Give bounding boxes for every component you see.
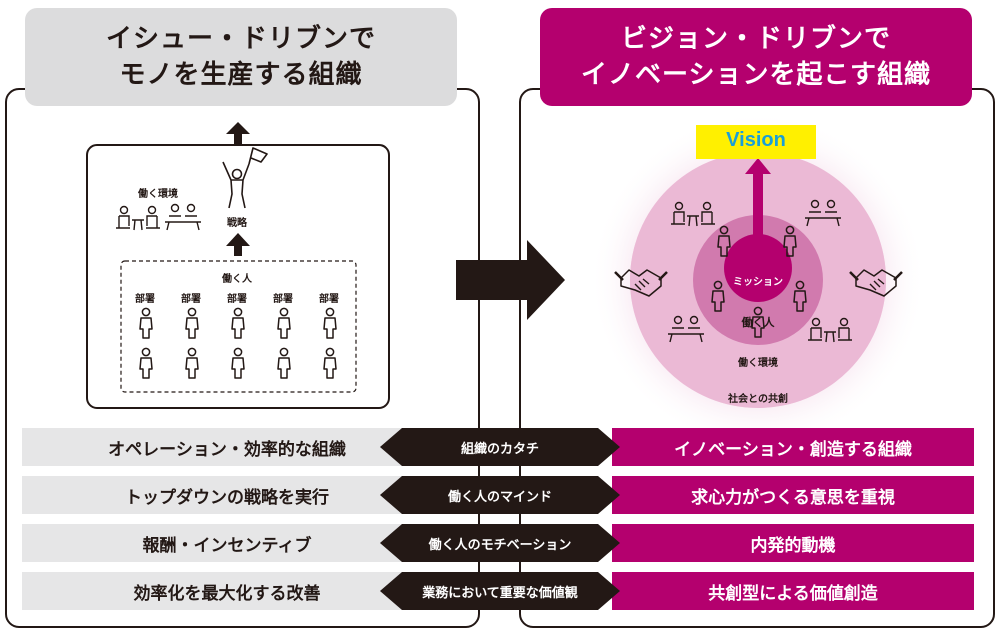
- row-3-right: 内発的動機: [612, 524, 974, 562]
- row-1-right: イノベーション・創造する組織: [612, 428, 974, 466]
- dept-label-3: 部署: [227, 294, 247, 305]
- dept-label-1: 部署: [135, 294, 155, 305]
- row-4-category: 業務において重要な価値観: [380, 572, 620, 610]
- right-people-label: 働く人: [741, 316, 775, 329]
- row-2-category: 働く人のマインド: [380, 476, 620, 514]
- vision-label: Vision: [726, 129, 786, 151]
- left-inner-box: [86, 144, 390, 409]
- dept-label-5: 部署: [319, 294, 339, 305]
- people-dashed-box: [120, 260, 357, 393]
- row-4-right: 共創型による価値創造: [612, 572, 974, 610]
- row-3-category: 働く人のモチベーション: [380, 524, 620, 562]
- left-title-line2: モノを生産する組織: [119, 60, 363, 90]
- right-env-label: 働く環境: [738, 358, 778, 369]
- vision-box: [696, 125, 816, 159]
- left-title-line1: イシュー・ドリブンで: [105, 24, 376, 54]
- transition-arrow: [456, 240, 565, 320]
- row-4-left: 効率化を最大化する改善: [22, 572, 432, 610]
- left-env-label: 働く環境: [138, 189, 178, 200]
- left-people-label: 働く人: [222, 274, 252, 285]
- society-label: 社会との共創: [728, 394, 788, 405]
- department-people: [139, 307, 337, 379]
- right-panel-title: ビジョン・ドリブンで イノベーションを起こす組織: [540, 8, 972, 106]
- strategy-label: 戦略: [227, 218, 247, 229]
- row-1-left: オペレーション・効率的な組織: [22, 428, 432, 466]
- right-title-line2: イノベーションを起こす組織: [581, 60, 931, 90]
- row-3-left: 報酬・インセンティブ: [22, 524, 432, 562]
- dept-label-4: 部署: [273, 294, 293, 305]
- right-title-line1: ビジョン・ドリブンで: [620, 24, 891, 54]
- row-2-left: トップダウンの戦略を実行: [22, 476, 432, 514]
- dept-label-2: 部署: [181, 294, 201, 305]
- row-1-category: 組織のカタチ: [380, 428, 620, 466]
- mission-label: ミッション: [733, 277, 783, 288]
- left-panel-title: イシュー・ドリブンで モノを生産する組織: [25, 8, 457, 106]
- row-2-right: 求心力がつくる意思を重視: [612, 476, 974, 514]
